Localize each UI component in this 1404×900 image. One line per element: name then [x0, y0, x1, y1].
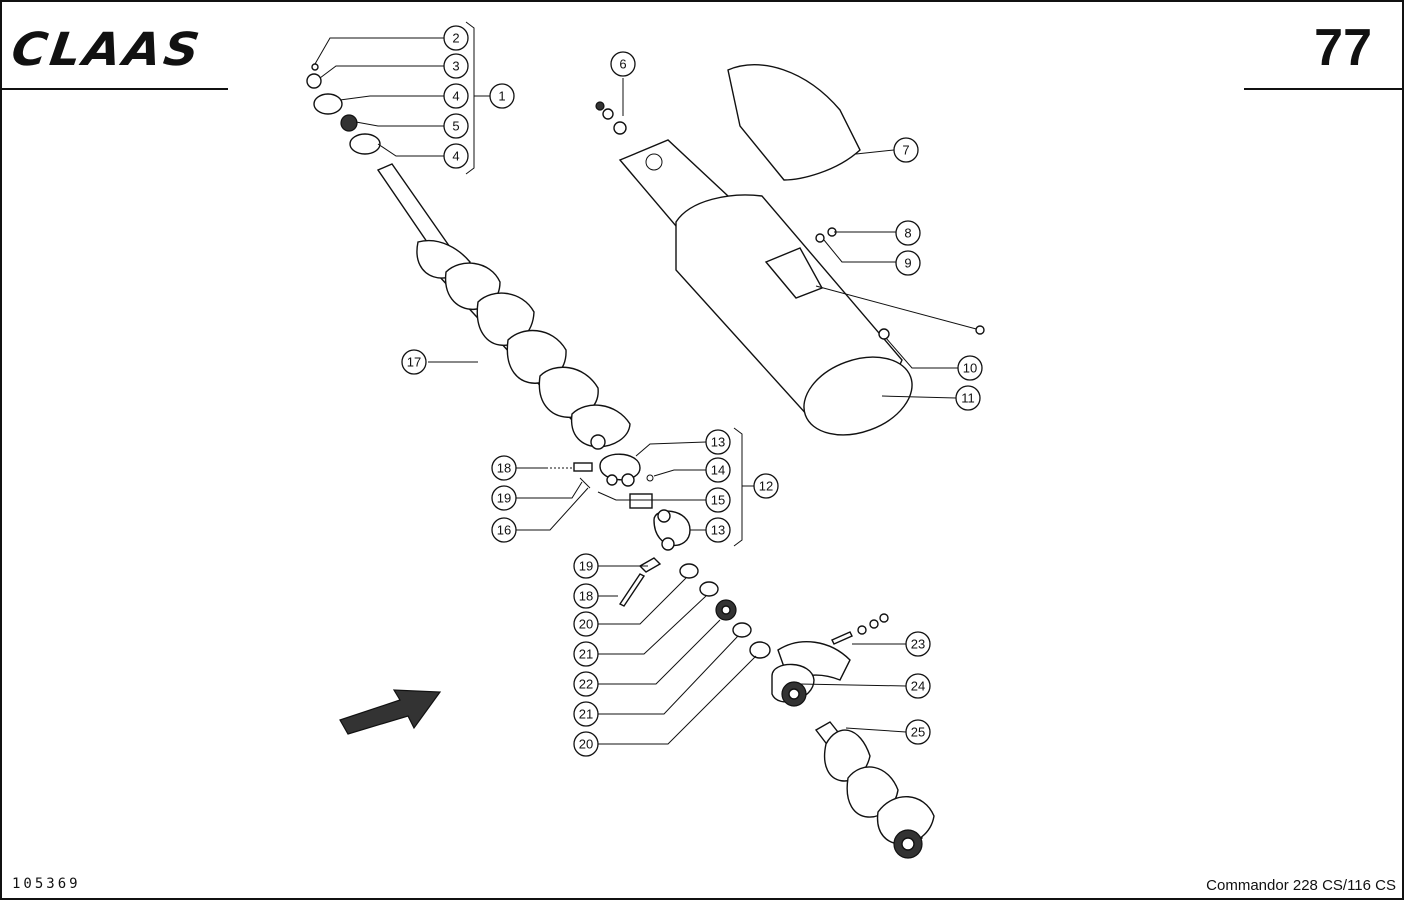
svg-text:13: 13: [711, 523, 725, 538]
svg-text:10: 10: [963, 361, 977, 376]
part-pin: [573, 462, 593, 472]
svg-text:20: 20: [579, 617, 593, 632]
callout-16: 16: [491, 517, 517, 543]
svg-text:4: 4: [452, 149, 459, 164]
svg-text:5: 5: [452, 119, 459, 134]
svg-text:18: 18: [579, 589, 593, 604]
header-rule-left: [2, 88, 228, 90]
callout-25: 25: [905, 719, 931, 745]
callout-15: 15: [705, 487, 731, 513]
header-rule-right: [1244, 88, 1402, 90]
callout-22: 22: [573, 671, 599, 697]
lower-bearing-housing: [771, 613, 889, 707]
callout-20-lower: 20: [573, 731, 599, 757]
part-shim-ring: [679, 563, 699, 579]
callout-13-lower: 13: [705, 517, 731, 543]
svg-text:25: 25: [911, 725, 925, 740]
svg-text:11: 11: [961, 391, 975, 406]
svg-text:20: 20: [579, 737, 593, 752]
callout-13-upper: 13: [705, 429, 731, 455]
housing-outlet: [803, 356, 913, 436]
upper-auger-shaft: [376, 163, 631, 450]
callout-18-lower: 18: [573, 583, 599, 609]
direction-arrow: [339, 689, 442, 735]
housing-cover-shield: [727, 64, 861, 181]
svg-text:7: 7: [902, 143, 909, 158]
callout-3: 3: [443, 53, 469, 79]
lower-hardware-parts: [618, 557, 771, 659]
part-pin-lower: [618, 573, 646, 607]
page-number: 77: [1314, 19, 1372, 77]
callout-6: 6: [610, 51, 636, 77]
svg-text:9: 9: [904, 256, 911, 271]
callout-21-lower: 21: [573, 701, 599, 727]
auger-housing: [595, 64, 985, 436]
model-designation: Commandor 228 CS/116 CS: [1206, 877, 1396, 894]
part-nut: [306, 73, 322, 89]
svg-text:4: 4: [452, 89, 459, 104]
callout-5: 5: [443, 113, 469, 139]
assembly-bracket-12: [733, 427, 743, 547]
drawing-number: 105369: [12, 876, 81, 892]
callout-2: 2: [443, 25, 469, 51]
svg-text:22: 22: [579, 677, 593, 692]
callout-8: 8: [895, 220, 921, 246]
svg-text:15: 15: [711, 493, 725, 508]
callout-18-upper: 18: [491, 455, 517, 481]
assembly-bracket-1: [465, 21, 475, 175]
part-bearing: [340, 114, 358, 132]
svg-text:17: 17: [407, 355, 421, 370]
shaft-end: [590, 434, 606, 450]
svg-text:21: 21: [579, 647, 593, 662]
svg-text:2: 2: [452, 31, 459, 46]
svg-text:13: 13: [711, 435, 725, 450]
callout-17: 17: [401, 349, 427, 375]
svg-text:19: 19: [497, 491, 511, 506]
callout-23: 23: [905, 631, 931, 657]
svg-text:6: 6: [619, 57, 626, 72]
callout-14: 14: [705, 457, 731, 483]
callout-7: 7: [893, 137, 919, 163]
svg-text:1: 1: [498, 89, 505, 104]
part-washer-small: [311, 63, 319, 71]
svg-text:3: 3: [452, 59, 459, 74]
svg-text:19: 19: [579, 559, 593, 574]
callout-4-lower: 4: [443, 143, 469, 169]
callout-9: 9: [895, 250, 921, 276]
callout-12: 12: [753, 473, 779, 499]
svg-text:16: 16: [497, 523, 511, 538]
callout-10: 10: [957, 355, 983, 381]
svg-text:24: 24: [911, 679, 925, 694]
universal-joint-assembly: [550, 453, 691, 551]
svg-text:12: 12: [759, 479, 773, 494]
svg-text:21: 21: [579, 707, 593, 722]
callout-19-upper: 19: [491, 485, 517, 511]
callout-1: 1: [489, 83, 515, 109]
part-seal-ring: [699, 581, 719, 597]
callout-4: 4: [443, 83, 469, 109]
callout-21-upper: 21: [573, 641, 599, 667]
part-flange-plate: [313, 93, 343, 115]
part-yoke-upper: [599, 453, 641, 481]
svg-text:14: 14: [711, 463, 725, 478]
upper-hardware-parts: [306, 63, 381, 155]
svg-text:8: 8: [904, 226, 911, 241]
svg-text:23: 23: [911, 637, 925, 652]
callout-11: 11: [955, 385, 981, 411]
callout-24: 24: [905, 673, 931, 699]
callout-20-upper: 20: [573, 611, 599, 637]
leader-lines: [314, 37, 958, 745]
svg-text:18: 18: [497, 461, 511, 476]
lower-auger-section: [814, 721, 935, 859]
callout-19-lower: 19: [573, 553, 599, 579]
part-flange-plate-lower: [349, 133, 381, 155]
auger-flighting: [416, 239, 631, 448]
part-cross-spider: [629, 493, 653, 509]
